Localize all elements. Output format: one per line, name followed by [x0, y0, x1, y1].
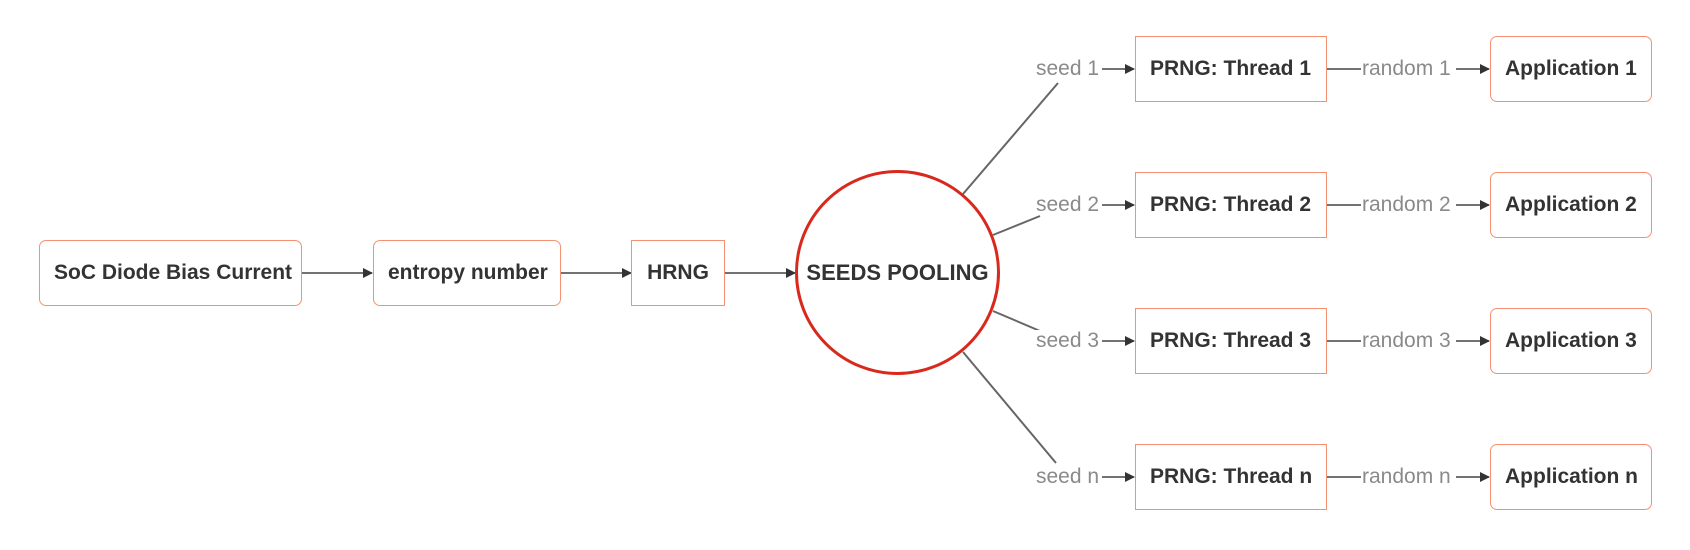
prng-thread-node: PRNG: Thread n — [1135, 444, 1327, 510]
seed-label: seed 2 — [1035, 193, 1101, 216]
random-label: random 1 — [1361, 57, 1452, 80]
edge-pool-to-seed-3 — [992, 310, 1041, 332]
random-label: random 2 — [1361, 193, 1452, 216]
hrng-node: HRNG — [631, 240, 725, 306]
soc-diode-label: SoC Diode Bias Current — [54, 261, 293, 284]
seeds-pooling-label: SEEDS POOLING — [806, 259, 989, 285]
prng-thread-node: PRNG: Thread 3 — [1135, 308, 1327, 374]
random-label: random 3 — [1361, 329, 1452, 352]
prng-thread-node: PRNG: Thread 2 — [1135, 172, 1327, 238]
prng-thread-label: PRNG: Thread n — [1150, 465, 1313, 488]
application-label: Application 2 — [1505, 193, 1637, 216]
random-label: random n — [1361, 465, 1452, 488]
seeds-pooling-node: SEEDS POOLING — [795, 170, 1000, 375]
edge-pool-to-seed-1 — [962, 82, 1059, 195]
edge-pool-to-seed-n — [962, 351, 1057, 464]
entropy-number-label: entropy number — [388, 261, 548, 284]
application-label: Application 3 — [1505, 329, 1637, 352]
prng-thread-label: PRNG: Thread 1 — [1150, 57, 1312, 80]
application-label: Application 1 — [1505, 57, 1637, 80]
entropy-number-node: entropy number — [373, 240, 561, 306]
seed-label: seed n — [1035, 465, 1101, 488]
edge-pool-to-seed-2 — [992, 215, 1041, 236]
application-node: Application 2 — [1490, 172, 1652, 238]
application-node: Application 3 — [1490, 308, 1652, 374]
soc-diode-node: SoC Diode Bias Current — [39, 240, 302, 306]
prng-thread-label: PRNG: Thread 3 — [1150, 329, 1312, 352]
prng-thread-node: PRNG: Thread 1 — [1135, 36, 1327, 102]
prng-thread-label: PRNG: Thread 2 — [1150, 193, 1312, 216]
application-node: Application 1 — [1490, 36, 1652, 102]
seed-label: seed 3 — [1035, 329, 1101, 352]
application-label: Application n — [1505, 465, 1638, 488]
seed-label: seed 1 — [1035, 57, 1101, 80]
hrng-label: HRNG — [647, 261, 709, 284]
application-node: Application n — [1490, 444, 1652, 510]
